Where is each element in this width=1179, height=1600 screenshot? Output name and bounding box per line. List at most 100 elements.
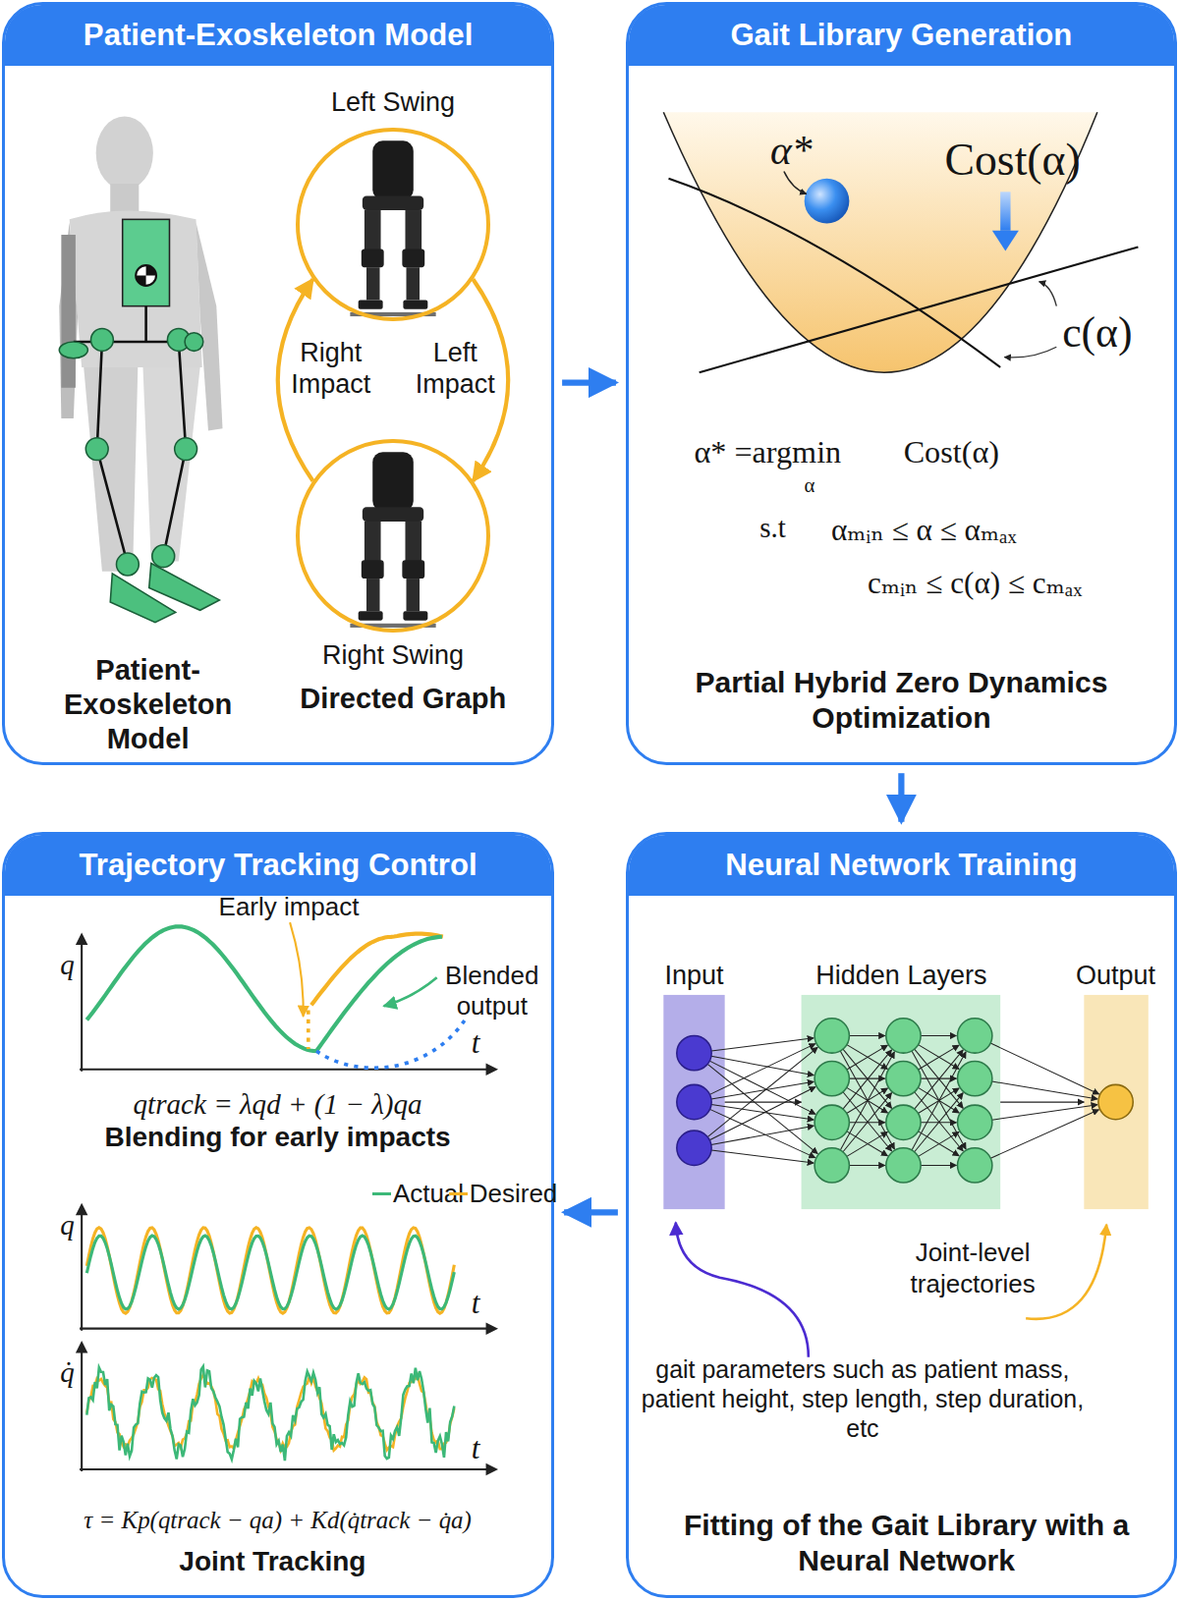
network-link (990, 1110, 1099, 1160)
neuron (957, 1061, 993, 1096)
neuron (676, 1130, 712, 1166)
math-label: α* (750, 126, 833, 176)
network-link (711, 1150, 814, 1164)
math-label: αₘᵢₙ ≤ α ≤ αₘₐₓ (770, 512, 1077, 550)
cost-landscape-part (1004, 346, 1057, 358)
patient-figure-part (69, 211, 203, 368)
network-link (846, 1131, 889, 1157)
network-link (711, 1056, 814, 1075)
actual-curve (86, 1235, 454, 1310)
layer-band: Hidden Layers (801, 995, 1002, 1210)
neuron (1098, 1084, 1133, 1120)
network-link (918, 1045, 960, 1070)
network-link (711, 1081, 814, 1100)
legend-text: Desired (469, 1179, 558, 1210)
desired-curve (86, 1228, 454, 1314)
math-label: Cost(α) (910, 133, 1116, 188)
network-link (709, 1044, 815, 1096)
patient-figure-part-part (149, 562, 221, 611)
math-label: Cost(α) (874, 433, 1028, 472)
network-link (846, 1131, 889, 1157)
actual-velocity (86, 1366, 454, 1461)
patient-figure-part (135, 265, 157, 286)
panel: Trajectory Tracking ControlBlending for … (1, 832, 555, 1599)
illustration-part (349, 451, 436, 628)
patient-figure-part (135, 265, 157, 286)
patient-figure-part-part (85, 438, 109, 461)
panel-header: Trajectory Tracking Control (4, 835, 552, 897)
math-label: q (52, 947, 83, 982)
panel: Gait Library GenerationPartial Hybrid Ze… (625, 1, 1178, 766)
connector (898, 773, 904, 823)
network-link (707, 1064, 818, 1154)
math-label: c(α) (1036, 305, 1160, 357)
patient-figure-part-part (184, 333, 204, 352)
cost-landscape-part (1039, 281, 1058, 307)
patient-figure-part (60, 234, 76, 389)
network-link (707, 1047, 818, 1137)
patient-figure-part (73, 306, 195, 565)
annotation: Joint-level trajectories (881, 1237, 1066, 1299)
math-label: qtrack = λqd + (1 − λ)qa (43, 1087, 513, 1123)
neuron (886, 1018, 921, 1054)
panel: Neural Network TrainingFitting of the Ga… (625, 832, 1178, 1599)
node-label: Left Swing (280, 86, 506, 118)
math-label: α* =argmin (665, 433, 870, 472)
patient-figure-part (96, 115, 154, 190)
math-label: cₘᵢₙ ≤ c(α) ≤ cₘₐₓ (806, 565, 1144, 603)
math-label: t (460, 1285, 492, 1322)
connector (563, 1209, 618, 1216)
network-link (846, 1045, 889, 1070)
illustration-part (349, 140, 436, 317)
neuron (814, 1061, 849, 1096)
edge-label: Left Impact (408, 336, 502, 400)
network-link (911, 1052, 966, 1151)
node-label: Input (637, 959, 750, 992)
connector (561, 379, 617, 386)
layer-band: Output (1083, 995, 1148, 1210)
panel-header: Neural Network Training (628, 835, 1175, 897)
tracking-charts (75, 922, 499, 1476)
annotation: gait parameters such as patient mass, pa… (632, 1356, 1093, 1446)
neural-network-part (663, 995, 725, 1210)
math-label: s.t (741, 510, 803, 546)
neuron (957, 1148, 993, 1183)
neural-network-part (801, 995, 1002, 1210)
neuron (814, 1018, 849, 1054)
math-label: τ = Kp(qtrack − qa) + Kd(q̇track − q̇a) (6, 1506, 549, 1536)
patient-figure-part-part (174, 438, 198, 461)
neuron (676, 1035, 712, 1070)
panel-header: Patient-Exoskeleton Model (4, 4, 552, 66)
caption: Joint Tracking (119, 1545, 427, 1579)
network-link (918, 1131, 960, 1157)
network-link (848, 1035, 885, 1037)
caption: Partial Hybrid Zero Dynamics Optimizatio… (646, 665, 1157, 736)
network-link (920, 1165, 956, 1167)
tracking-charts-part (79, 939, 493, 1472)
tracking-charts-part (75, 933, 499, 1477)
cost-landscape-part (669, 178, 1002, 368)
annotation: Blended output (436, 960, 549, 1022)
neuron (886, 1061, 921, 1096)
cost-landscape-part (1000, 191, 1011, 230)
legend-line (449, 1192, 468, 1196)
actual-curve (86, 926, 443, 1052)
patient-figure-part (196, 222, 224, 431)
patient-figure (58, 115, 223, 622)
patient-figure-part (83, 367, 138, 572)
tracking-charts-part (306, 1010, 311, 1050)
node-label: Output (1059, 959, 1172, 992)
network-link (840, 1051, 895, 1150)
neural-network-part (675, 1223, 809, 1358)
network-link (992, 1081, 1099, 1100)
edge-label: Right Impact (284, 336, 378, 400)
network-link (914, 1093, 964, 1153)
layer-band: Input (663, 995, 725, 1210)
cost-landscape-part (804, 178, 850, 225)
patient-figure-part (122, 219, 170, 306)
connector (725, 1101, 802, 1103)
neuron (957, 1018, 993, 1054)
neuron (886, 1148, 921, 1183)
neuron (886, 1105, 921, 1140)
network-link (848, 1165, 885, 1167)
